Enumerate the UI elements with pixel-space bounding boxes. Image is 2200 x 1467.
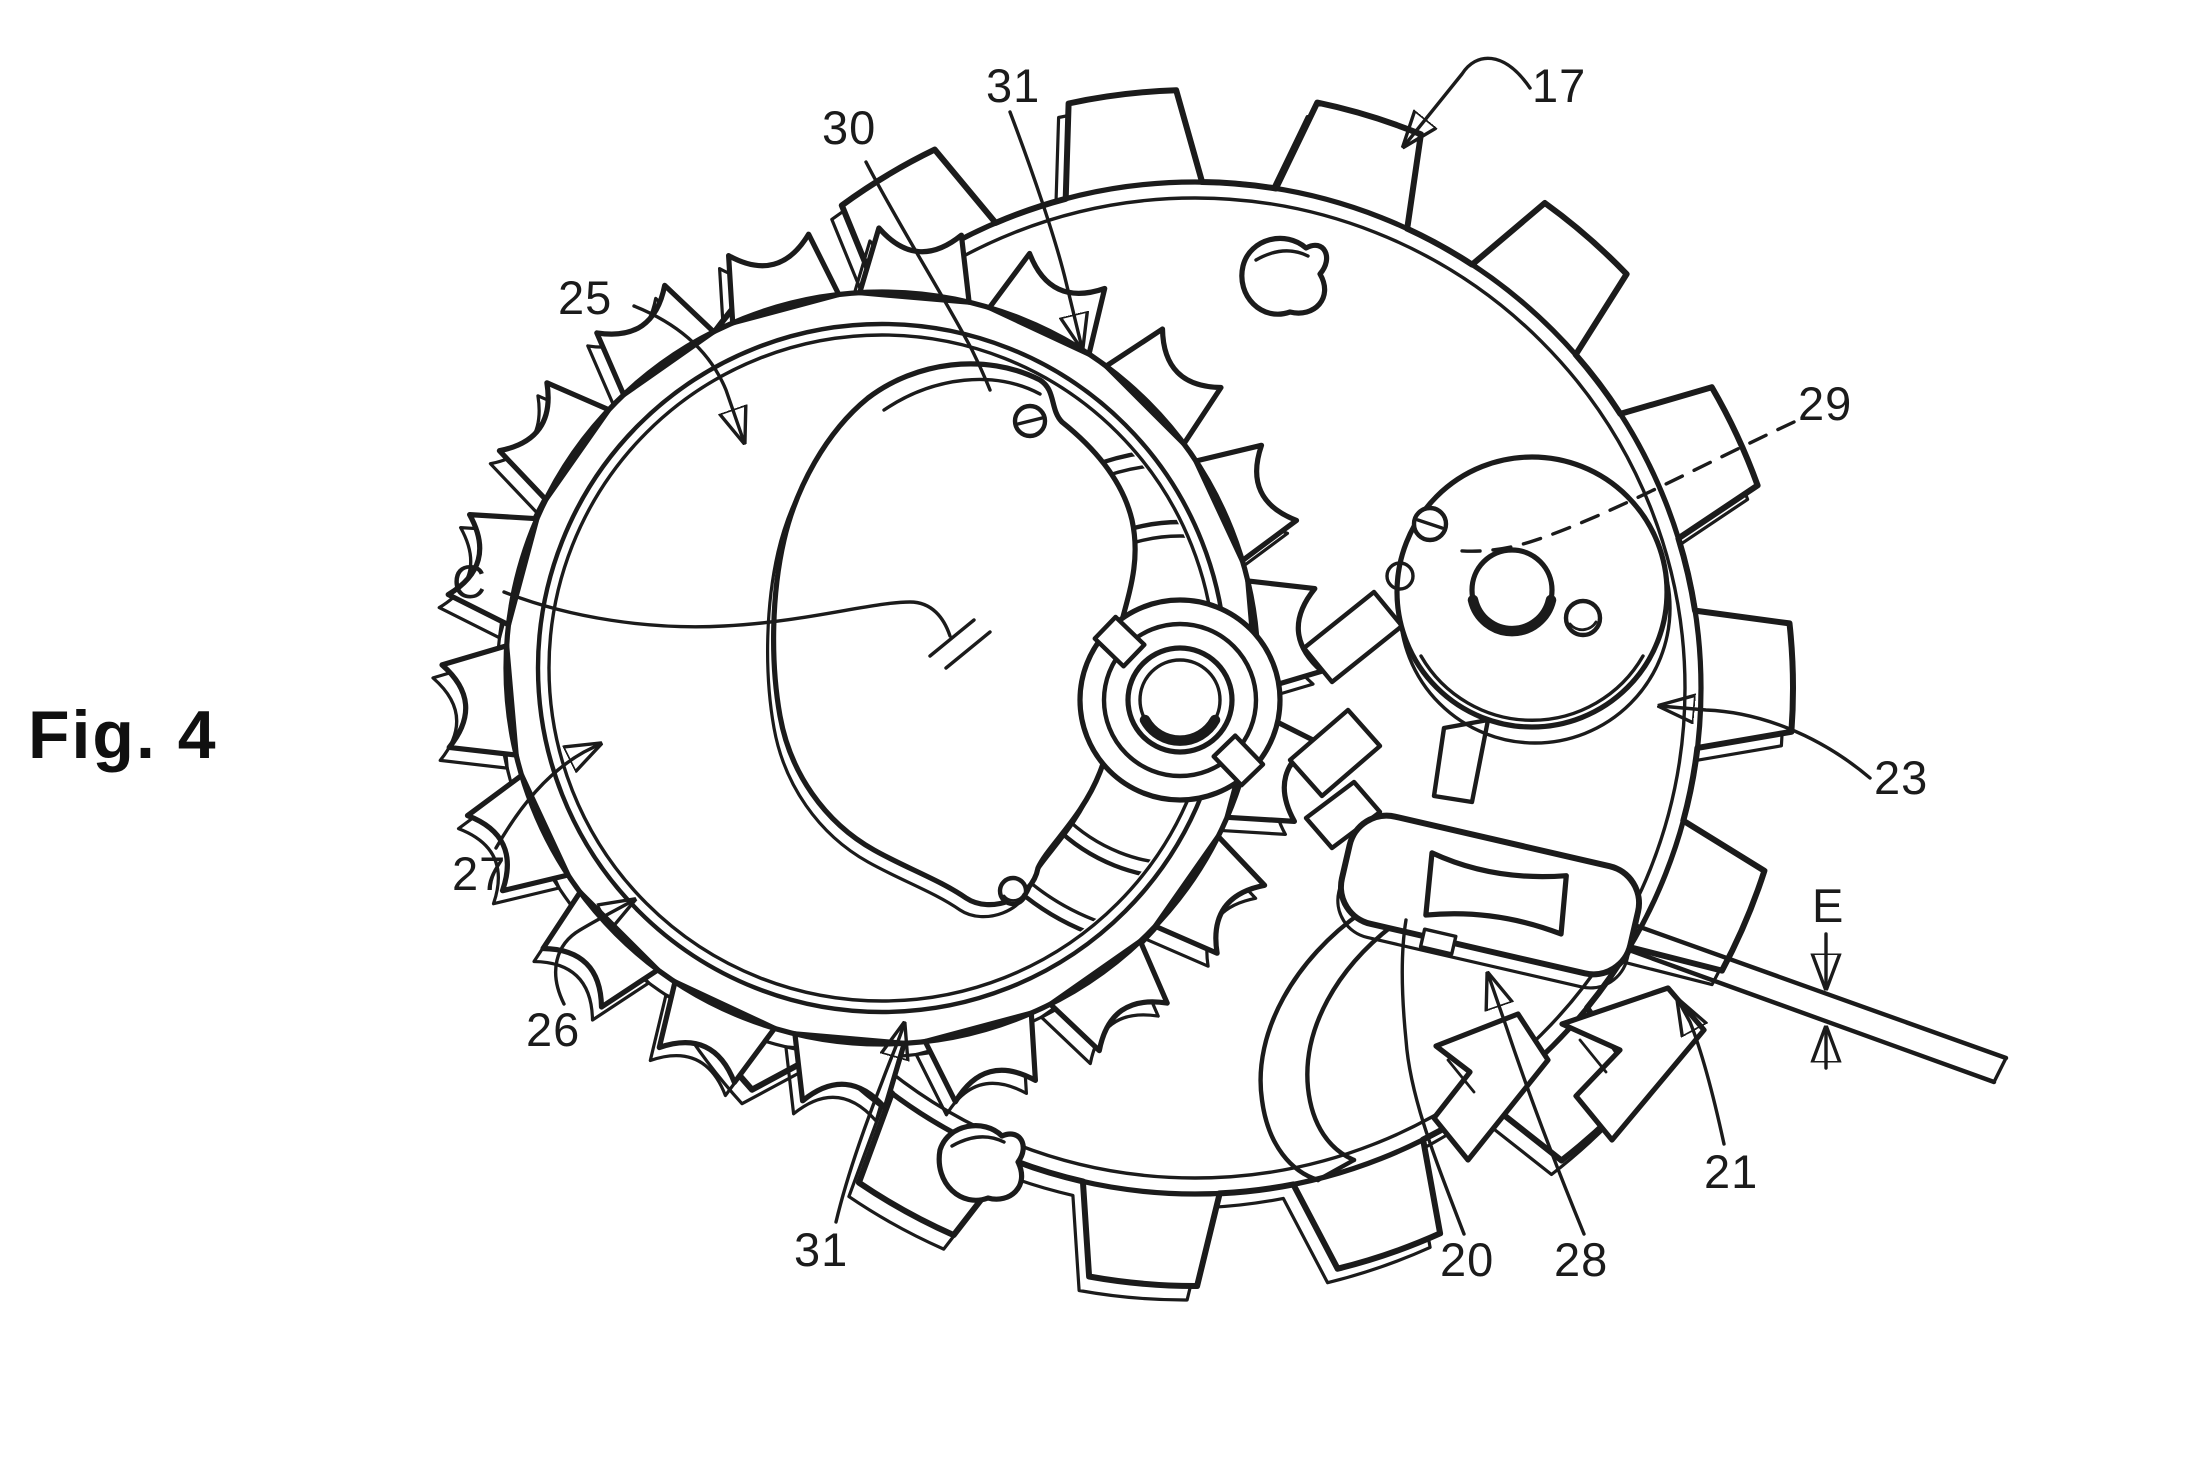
label-23: 23 <box>1874 751 1929 804</box>
leader-c <box>502 590 952 638</box>
lever-plate-20 <box>1336 812 1643 990</box>
bracket-right <box>1559 985 1707 1143</box>
hub-bore-shadow <box>1139 714 1221 746</box>
label-c: C <box>452 555 487 608</box>
label-17: 17 <box>1532 59 1587 112</box>
leader-27 <box>494 744 600 850</box>
leader-23 <box>1660 706 1872 780</box>
leader-31-top <box>1008 110 1082 348</box>
yoke-arm-outer <box>1258 909 1365 1183</box>
label-e: E <box>1812 879 1845 932</box>
label-27: 27 <box>452 847 507 900</box>
leader-31-bottom <box>834 1024 904 1224</box>
hub-key-lower <box>1211 733 1266 788</box>
leader-17 <box>1404 56 1532 146</box>
bracket-left <box>1431 1011 1551 1163</box>
label-21: 21 <box>1704 1145 1759 1198</box>
leader-21 <box>1678 1000 1726 1146</box>
leader-28 <box>1488 974 1586 1236</box>
center-tick-1 <box>928 618 976 658</box>
intermediate-linkage <box>1287 589 1491 851</box>
jumper-lever-assembly <box>1258 812 2009 1183</box>
plate-screw-bottom <box>997 875 1029 907</box>
disc-screw <box>1411 505 1449 543</box>
center-tick-2 <box>944 630 992 670</box>
disc-small-hole-right <box>1563 598 1603 638</box>
disc-small-hole-left <box>1385 561 1415 591</box>
label-31-bottom: 31 <box>794 1223 849 1276</box>
yoke-arm-inner <box>1305 923 1395 1163</box>
leader-20 <box>1400 918 1466 1236</box>
lever-clip-28 <box>1418 927 1458 956</box>
leader-25 <box>632 304 744 442</box>
leader-26 <box>554 900 634 1006</box>
leader-29-dashed <box>1448 420 1796 553</box>
spring-arm-21 <box>1615 919 2009 1085</box>
leader-lines <box>494 56 1872 1236</box>
label-28: 28 <box>1554 1233 1609 1286</box>
roller-disc-23 <box>1385 454 1672 745</box>
plate-screw-top <box>1012 403 1048 439</box>
gear-hole-bottom <box>936 1123 1026 1203</box>
leader-30 <box>864 160 992 392</box>
label-25: 25 <box>558 271 613 324</box>
lever-slot <box>1423 850 1569 937</box>
collet-hub-c <box>1077 597 1283 803</box>
star-teeth <box>439 225 1325 1111</box>
label-30: 30 <box>822 101 877 154</box>
disc-center-hole <box>1467 547 1557 637</box>
label-31-top: 31 <box>986 59 1041 112</box>
gear-hole-top <box>1239 235 1330 317</box>
figure-label: Fig. 4 <box>28 697 218 773</box>
label-29: 29 <box>1798 377 1853 430</box>
label-20: 20 <box>1440 1233 1495 1286</box>
label-26: 26 <box>526 1003 581 1056</box>
hub-key-upper <box>1092 614 1147 669</box>
